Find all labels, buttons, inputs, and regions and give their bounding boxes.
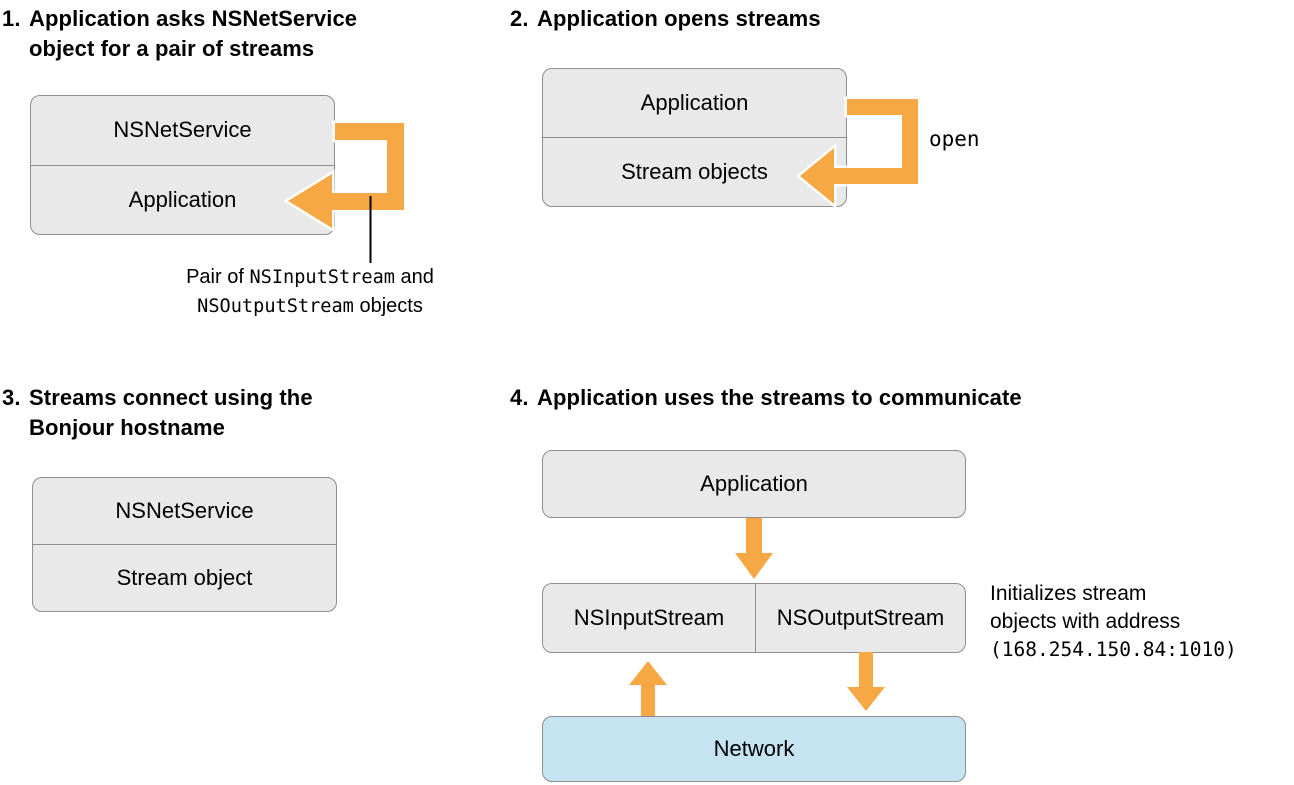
step4-arrow-output-to-network-icon [847, 652, 885, 711]
step2-box: Application Stream objects [542, 68, 847, 207]
step3-title-line2: Bonjour hostname [29, 415, 225, 440]
nsinputstream-code-text: NSInputStream [249, 267, 395, 288]
step1-number: 1. [2, 6, 21, 31]
nsoutputstream-label: NSOutputStream [776, 605, 945, 630]
step2-number: 2. [510, 6, 529, 31]
application-label: Application [128, 186, 237, 212]
stream-objects-label: Stream objects [621, 159, 768, 184]
step2-box-row-application: Application [543, 69, 846, 137]
step4-caption-line1: Initializes stream [990, 582, 1147, 605]
step4-streams-box: NSInputStream NSOutputStream [542, 583, 966, 653]
step2-box-row-stream-objects: Stream objects [543, 137, 846, 206]
step2-open-label: open [929, 127, 980, 151]
step1-caption-line1: Pair of NSInputStream and [140, 263, 480, 292]
step1-title-line1: Application asks NSNetService [29, 6, 358, 31]
step3-box-row-stream-object: Stream object [33, 544, 336, 611]
step4-arrow-network-to-input-icon [629, 661, 667, 716]
step1-box: NSNetService Application [30, 95, 335, 235]
step4-nsoutputstream-cell: NSOutputStream [755, 584, 965, 652]
caption-text: and [394, 266, 434, 288]
step1-box-row-nsnetservice: NSNetService [31, 96, 334, 165]
step4-application-box: Application [542, 450, 966, 518]
nsnetservice-label: NSNetService [113, 117, 252, 143]
step4-network-row: Network [543, 717, 965, 781]
application-label: Application [640, 90, 749, 115]
step3-box: NSNetService Stream object [32, 477, 337, 612]
step3-title-line1: Streams connect using the [29, 385, 313, 410]
step4-arrow-app-to-streams-icon [735, 518, 773, 579]
step3-number: 3. [2, 385, 21, 410]
step2-title-line1: Application opens streams [537, 6, 821, 31]
step1-caption: Pair of NSInputStream and NSOutputStream… [140, 263, 480, 321]
caption-text: Pair of [186, 266, 250, 288]
stream-object-label: Stream object [116, 565, 253, 590]
step1-caption-line2: NSOutputStream objects [140, 292, 480, 321]
step1-box-row-application: Application [31, 164, 334, 235]
step4-caption-address: (168.254.150.84:1010) [990, 638, 1237, 661]
step1-title: 1. Application asks NSNetService object … [2, 4, 422, 64]
step4-nsinputstream-cell: NSInputStream [543, 584, 755, 652]
step4-application-row: Application [543, 451, 965, 517]
network-label: Network [713, 736, 795, 761]
step4-number: 4. [510, 385, 529, 410]
step3-title: 3. Streams connect using the Bonjour hos… [2, 383, 402, 443]
application-label: Application [700, 471, 808, 496]
step4-title: 4. Application uses the streams to commu… [510, 383, 1230, 413]
step4-title-line1: Application uses the streams to communic… [537, 385, 1022, 410]
step1-title-line2: object for a pair of streams [29, 36, 315, 61]
step4-caption: Initializes stream objects with address … [990, 580, 1294, 664]
nsinputstream-label: NSInputStream [573, 605, 725, 630]
step2-title: 2. Application opens streams [510, 4, 990, 34]
step3-box-row-nsnetservice: NSNetService [33, 478, 336, 544]
caption-text: objects [353, 295, 423, 317]
nsoutputstream-code-text: NSOutputStream [197, 296, 354, 317]
step4-caption-line2: objects with address [990, 610, 1181, 633]
nsnetservice-label: NSNetService [115, 498, 254, 523]
step4-network-box: Network [542, 716, 966, 782]
